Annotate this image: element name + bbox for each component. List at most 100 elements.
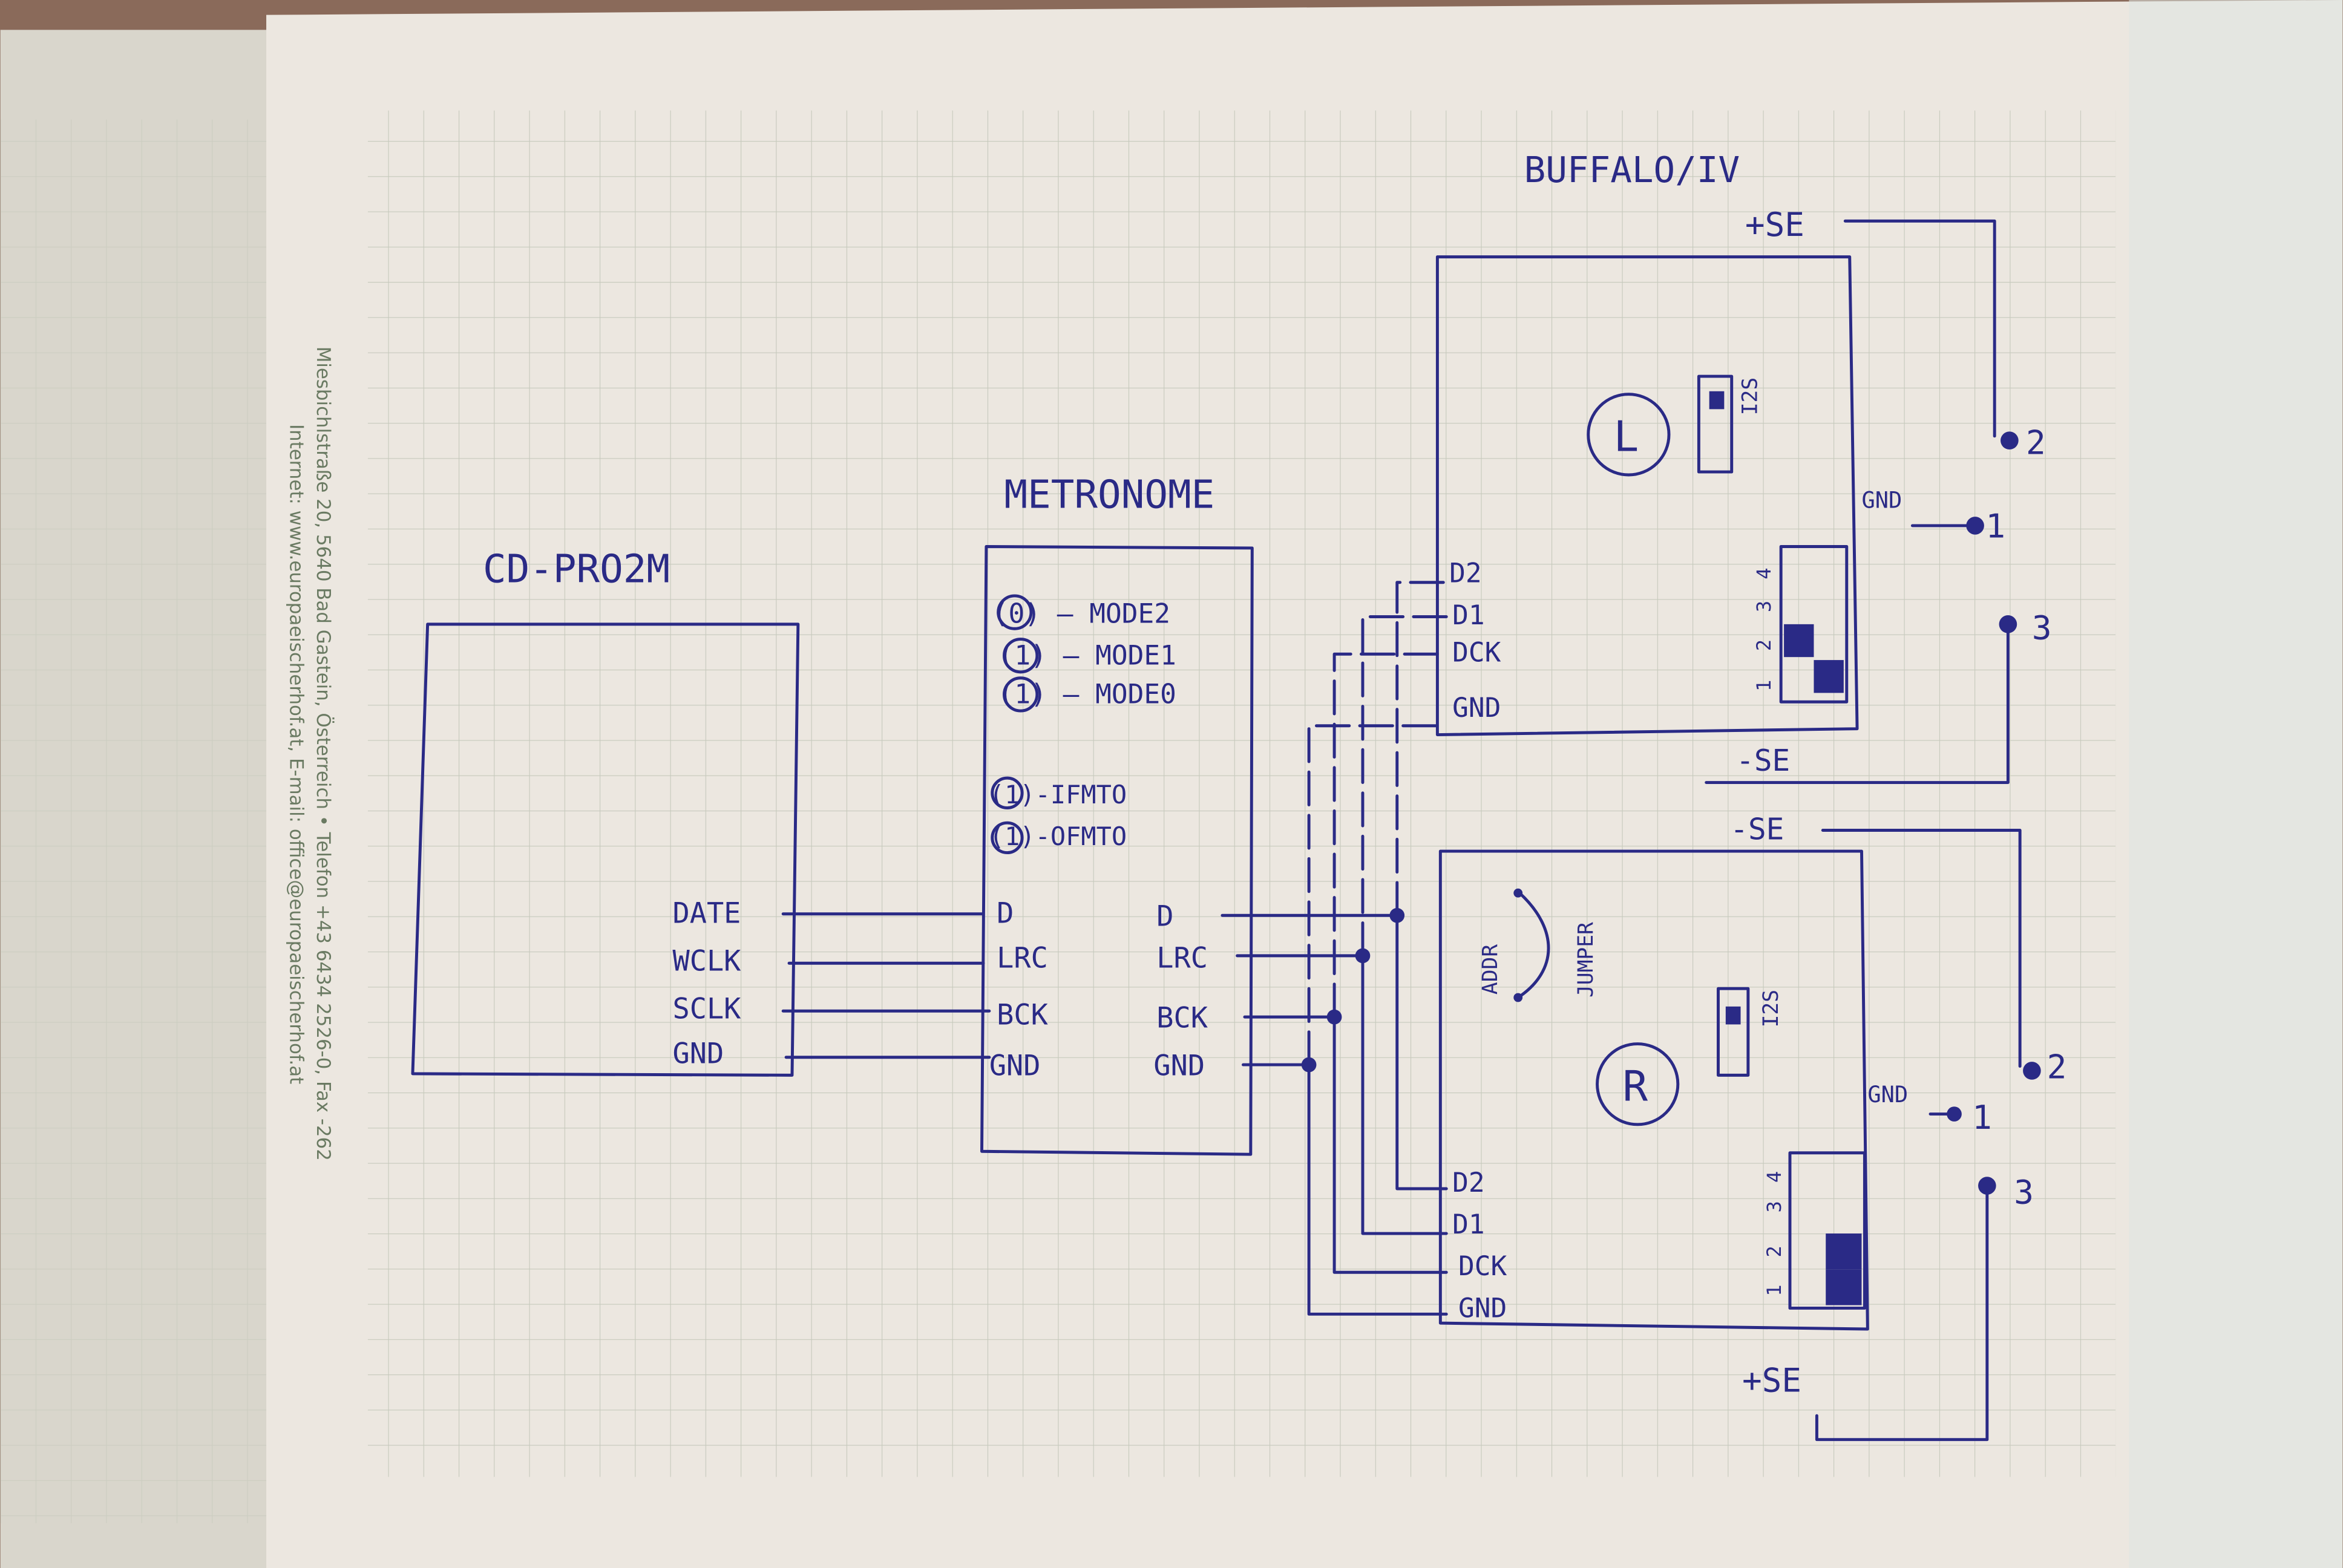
r-terminal-2-label: 2: [2047, 1048, 2067, 1086]
l-terminal-2: [2001, 431, 2019, 450]
l-pin-gnd: GND: [1452, 693, 1501, 724]
l-plus-se-label: +SE: [1745, 206, 1804, 244]
r-gnd-wire: [1307, 1063, 1448, 1316]
l-i2s-switch: [1697, 374, 1734, 474]
r-dip-num-2: 2: [1763, 1246, 1786, 1257]
buffalo-title: BUFFALO/IV: [1524, 149, 1740, 191]
r-pin-dck: DCK: [1458, 1251, 1507, 1282]
side-sheet: [2129, 0, 2343, 1568]
l-label-circle: [1587, 393, 1671, 477]
l-d2-wire: [1395, 581, 1448, 917]
r-i2s-switch: [1717, 987, 1750, 1077]
r-jumper-label: JUMPER: [1574, 922, 1598, 998]
r-dck-wire: [1332, 1015, 1448, 1274]
l-board-label: L: [1614, 413, 1639, 462]
metronome-out-d: D: [1156, 900, 1173, 933]
r-addr-label: ADDR: [1478, 944, 1502, 995]
cd-pin-gnd: GND: [672, 1037, 724, 1071]
r-label-circle: [1596, 1042, 1680, 1126]
cd-pro2m-box: [411, 622, 800, 1077]
l-dip-num-4: 4: [1752, 567, 1775, 579]
r-dip-on-1: [1826, 1269, 1862, 1305]
metronome-out-bck: BCK: [1156, 1001, 1208, 1034]
r-minus-se-wire: [1821, 829, 2022, 1068]
junction-lrc: [1355, 948, 1371, 964]
r-terminal-1: [1947, 1106, 1962, 1122]
r-dip-num-1: 1: [1763, 1284, 1786, 1296]
metronome-in-bck: BCK: [997, 998, 1048, 1031]
r-dip-num-3: 3: [1763, 1201, 1786, 1212]
l-dip-num-2: 2: [1752, 639, 1775, 651]
metronome-title: METRONOME: [1004, 472, 1215, 517]
r-d2-wire: [1395, 913, 1448, 1191]
l-dck-wire: [1332, 652, 1448, 1019]
r-terminal-1-label: 1: [1972, 1099, 1992, 1137]
metronome-setting-mode0: (1) – MODE0: [998, 679, 1176, 710]
addr-jumper-arc: [1516, 891, 1550, 999]
l-dip-num-3: 3: [1752, 601, 1775, 612]
letterhead-line1: Miesbichlstraße 20, 5640 Bad Gastein, Ös…: [312, 347, 334, 1161]
junction-gnd: [1301, 1057, 1317, 1073]
metronome-setting-mode1: (1) – MODE1: [998, 641, 1176, 671]
junction-d: [1389, 907, 1405, 923]
l-terminal-1-label: 1: [1985, 508, 2005, 546]
l-terminal-3-label: 3: [2032, 609, 2052, 647]
metronome-out-lrc: LRC: [1156, 942, 1208, 975]
cd-pro2m-title: CD-PRO2M: [483, 547, 670, 592]
l-pin-d2: D2: [1449, 558, 1482, 589]
l-minus-se-wire: [1705, 626, 2010, 784]
cd-pin-wclk: WCLK: [672, 945, 741, 978]
metronome-in-lrc: LRC: [997, 942, 1048, 975]
r-dip-on-2: [1826, 1233, 1862, 1270]
r-terminal-3: [1978, 1177, 1996, 1195]
l-d1-wire: [1361, 615, 1448, 958]
metronome-setting-ifmto: (1)-IFMTO: [989, 780, 1127, 809]
r-pin-d2: D2: [1452, 1168, 1485, 1198]
back-paper-grid: [0, 119, 269, 1523]
l-terminal-2-label: 2: [2026, 423, 2046, 462]
metronome-setting-mode2: (0) – MODE2: [992, 598, 1170, 629]
l-terminal-1: [1966, 517, 1984, 535]
l-terminal-3: [1999, 615, 2017, 633]
grid-area: [367, 110, 2116, 1477]
l-pin-dck: DCK: [1452, 638, 1501, 668]
ink-lines: [411, 219, 2022, 1442]
l-gnd-wire: [1307, 724, 1448, 1067]
metronome-setting-ofmto: (1)-OFMTO: [989, 822, 1127, 851]
r-d1-wire: [1361, 954, 1448, 1235]
l-dip-block: [1779, 545, 1849, 704]
l-dip-on-1: [1814, 660, 1844, 693]
metronome-in-gnd: GND: [989, 1049, 1041, 1082]
r-i2s-knob: [1725, 1006, 1741, 1025]
l-dip-num-1: 1: [1752, 680, 1775, 691]
r-terminal-3-label: 3: [2014, 1174, 2034, 1212]
r-plus-se-label: +SE: [1742, 1362, 1801, 1400]
r-terminal-2: [2023, 1062, 2041, 1080]
metronome-in-d: D: [997, 897, 1014, 930]
r-dip-num-4: 4: [1763, 1171, 1786, 1183]
l-dip-on-2: [1784, 624, 1814, 658]
board-l-box: [1435, 255, 1859, 737]
l-plus-se-wire: [1843, 219, 1996, 438]
r-dip-block: [1788, 1151, 1866, 1310]
junction-bck: [1326, 1009, 1342, 1025]
l-pin-d1: D1: [1452, 600, 1485, 631]
r-pin-d1: D1: [1452, 1209, 1485, 1240]
metronome-out-gnd: GND: [1153, 1049, 1205, 1082]
letterhead-line2: Internet: www.europaeischerhof.at, E-mai…: [286, 424, 307, 1084]
l-i2s-label: I2S: [1738, 377, 1763, 415]
r-board-label: R: [1623, 1062, 1648, 1111]
l-gnd-label: GND: [1861, 487, 1902, 513]
board-r-box: [1438, 849, 1869, 1331]
r-pin-gnd: GND: [1458, 1293, 1507, 1324]
ink-fills: [1301, 391, 2041, 1305]
r-plus-se-wire: [1815, 1188, 1989, 1442]
metronome-box: [980, 545, 1254, 1156]
l-minus-se-label: -SE: [1736, 743, 1790, 778]
r-gnd-label: GND: [1867, 1082, 1908, 1108]
cd-pin-date: DATE: [672, 897, 741, 930]
cd-pin-sclk: SCLK: [672, 993, 741, 1026]
r-i2s-label: I2S: [1759, 990, 1783, 1027]
